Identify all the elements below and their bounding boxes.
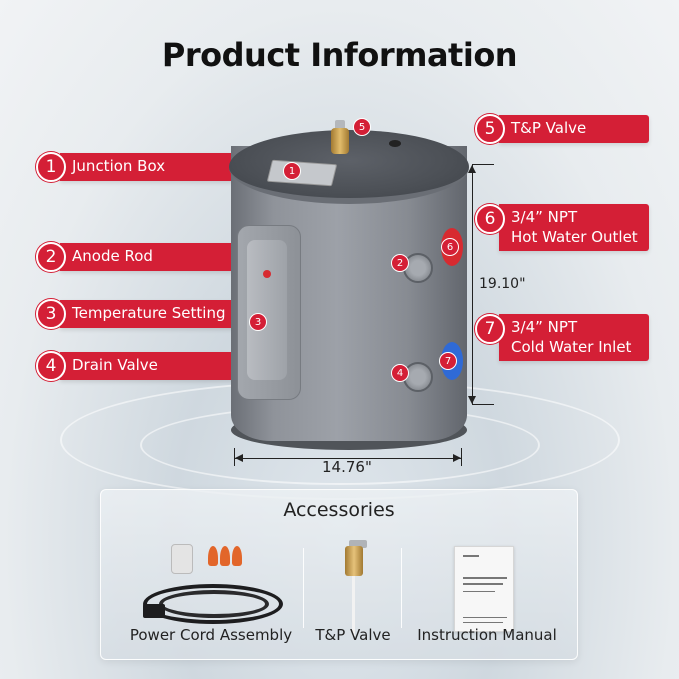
callout-label: 3/4” NPT Hot Water Outlet bbox=[499, 204, 649, 251]
accessory-instruction-manual-label: Instruction Manual bbox=[417, 626, 557, 644]
height-dim-line bbox=[472, 165, 473, 404]
power-cord-coil bbox=[159, 590, 269, 618]
marker-1: 1 bbox=[283, 162, 301, 180]
tank-top bbox=[229, 130, 469, 204]
wire-nut-image bbox=[208, 546, 218, 566]
tp-valve-lever-image bbox=[349, 540, 367, 548]
callout-label-line2: Cold Water Inlet bbox=[511, 337, 632, 356]
callout-number: 6 bbox=[475, 204, 505, 234]
callout-number: 2 bbox=[36, 242, 66, 272]
water-heater-illustration: 1 2 3 4 5 6 7 bbox=[229, 110, 471, 450]
wire-nut-image bbox=[232, 546, 242, 566]
tp-valve-image bbox=[345, 546, 363, 576]
callout-label: Junction Box bbox=[60, 153, 260, 181]
indicator-dot bbox=[263, 270, 271, 278]
callout-cold-water-inlet: 7 3/4” NPT Cold Water Inlet bbox=[475, 314, 649, 361]
port-hole bbox=[389, 140, 401, 147]
instruction-manual-image bbox=[454, 546, 514, 632]
accessory-power-cord-label: Power Cord Assembly bbox=[129, 626, 293, 644]
callout-number: 1 bbox=[36, 152, 66, 182]
callout-label: T&P Valve bbox=[499, 115, 649, 143]
callout-anode-rod: 2 Anode Rod bbox=[36, 242, 260, 272]
callout-hot-water-outlet: 6 3/4” NPT Hot Water Outlet bbox=[475, 204, 649, 251]
arrow-up-icon bbox=[468, 165, 476, 173]
marker-5: 5 bbox=[353, 118, 371, 136]
marker-6: 6 bbox=[441, 238, 459, 256]
arrow-left-icon bbox=[235, 454, 243, 462]
tp-valve-lever bbox=[335, 120, 345, 132]
accessory-tp-valve-label: T&P Valve bbox=[315, 626, 391, 644]
callout-number: 3 bbox=[36, 299, 66, 329]
callout-number: 4 bbox=[36, 351, 66, 381]
tp-valve-probe-image bbox=[352, 576, 355, 636]
marker-7: 7 bbox=[439, 352, 457, 370]
width-dim-line bbox=[234, 458, 462, 459]
width-dim-tick-right bbox=[461, 448, 462, 466]
height-dimension: 19.10" bbox=[479, 276, 526, 292]
height-dim-tick-top bbox=[472, 164, 494, 165]
cable-gland-image bbox=[171, 544, 193, 574]
callout-number: 5 bbox=[475, 114, 505, 144]
callout-label: 3/4” NPT Cold Water Inlet bbox=[499, 314, 649, 361]
callout-label-line1: 3/4” NPT bbox=[511, 208, 578, 226]
marker-3: 3 bbox=[249, 313, 267, 331]
marker-2: 2 bbox=[391, 254, 409, 272]
callout-label: Temperature Setting bbox=[60, 300, 260, 328]
callout-label: Anode Rod bbox=[60, 243, 260, 271]
callout-tp-valve: 5 T&P Valve bbox=[475, 114, 649, 144]
callout-label-line1: 3/4” NPT bbox=[511, 318, 578, 336]
wire-nut-image bbox=[220, 546, 230, 566]
width-dimension: 14.76" bbox=[322, 458, 372, 476]
junction-box-plate bbox=[266, 159, 338, 187]
callout-label-line2: Hot Water Outlet bbox=[511, 227, 638, 246]
accessories-title: Accessories bbox=[283, 499, 395, 521]
divider bbox=[303, 548, 304, 628]
callout-temperature-setting: 3 Temperature Setting bbox=[36, 299, 260, 329]
plug-image bbox=[143, 604, 165, 618]
arrow-down-icon bbox=[468, 396, 476, 404]
accessories-panel: Accessories Power Cord Assembly T&P Valv… bbox=[100, 489, 578, 660]
height-dim-tick-bottom bbox=[472, 404, 494, 405]
tp-valve bbox=[331, 128, 349, 154]
thermostat-cover bbox=[247, 240, 287, 380]
callout-drain-valve: 4 Drain Valve bbox=[36, 351, 260, 381]
callout-label: Drain Valve bbox=[60, 352, 260, 380]
marker-4: 4 bbox=[391, 364, 409, 382]
callout-number: 7 bbox=[475, 314, 505, 344]
page-title: Product Information bbox=[161, 36, 518, 74]
arrow-right-icon bbox=[453, 454, 461, 462]
divider bbox=[401, 548, 402, 628]
callout-junction-box: 1 Junction Box bbox=[36, 152, 260, 182]
width-dim-tick-left bbox=[234, 448, 235, 466]
